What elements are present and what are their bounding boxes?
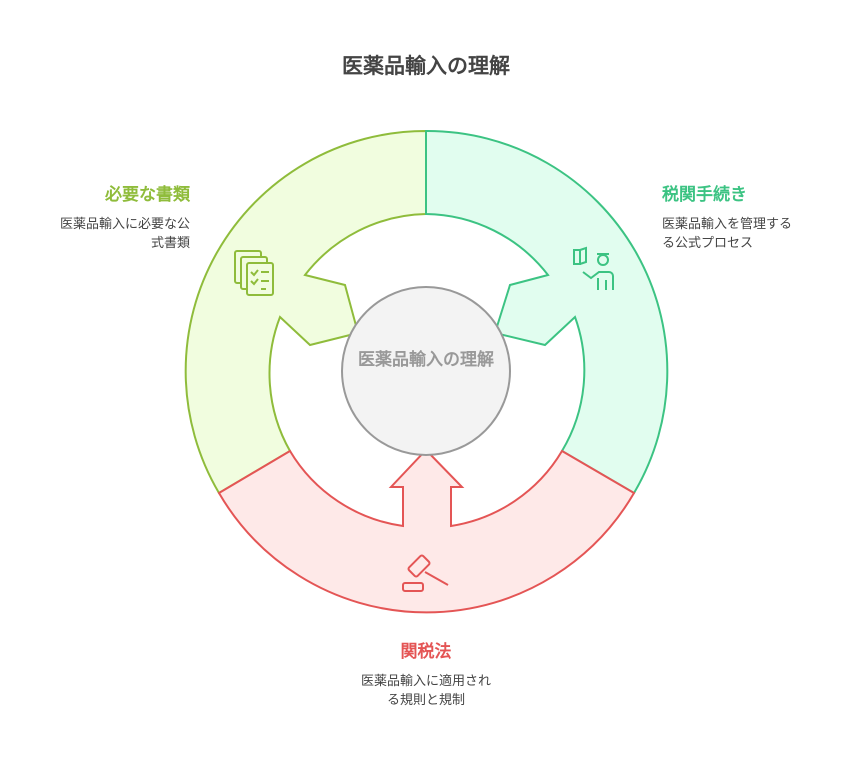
diagram-title: 医薬品輸入の理解 [342, 54, 510, 78]
segment-required-documents [184, 129, 427, 495]
customs-procedures-description: 医薬品輸入を管理するる公式プロセス [662, 217, 793, 251]
segment-customs-law [217, 448, 636, 614]
gavel-icon [402, 554, 449, 592]
segment-customs-procedures [425, 129, 669, 495]
center-circle [341, 286, 511, 456]
required-documents-description: 医薬品輸入に必要な公式書類 [59, 217, 190, 251]
center-label: 医薬品輸入の理解 [358, 350, 494, 370]
customs-law-description: 医薬品輸入に適用される規則と規制 [360, 674, 491, 708]
documents-checklist-icon [234, 250, 274, 296]
required-documents-title: 必要な書類 [105, 185, 190, 205]
customs-officer-icon [573, 246, 614, 290]
customs-procedures-title: 税関手続き [662, 185, 747, 205]
customs-law-title: 関税法 [400, 642, 452, 662]
